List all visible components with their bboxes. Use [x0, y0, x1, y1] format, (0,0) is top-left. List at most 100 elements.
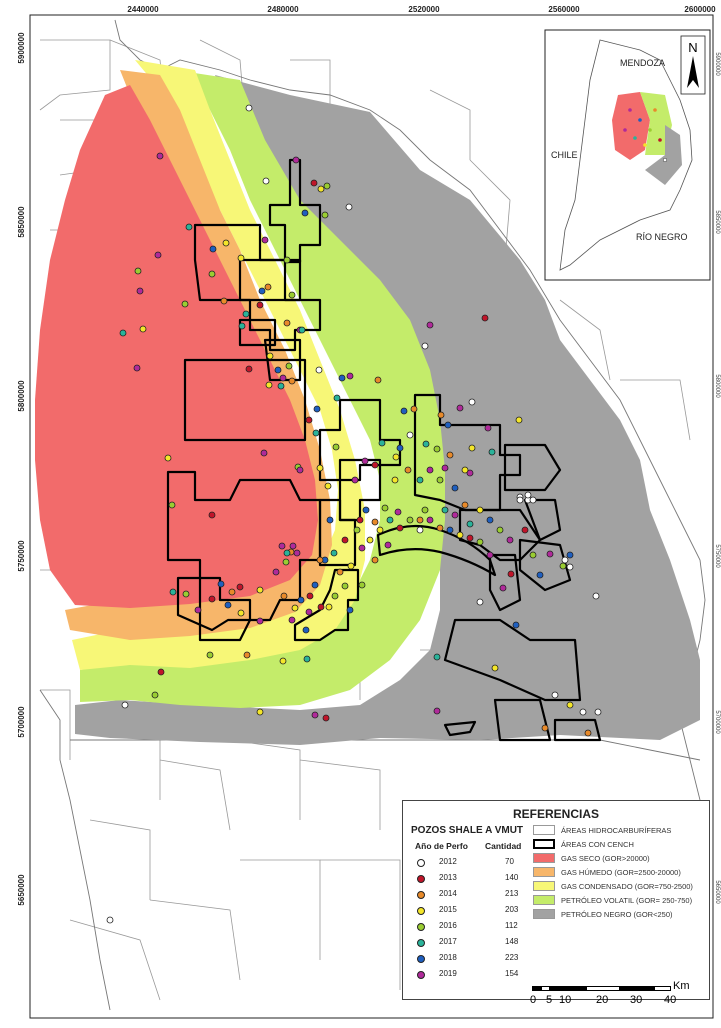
well-point [410, 405, 418, 413]
well-point [297, 596, 305, 604]
well-point [185, 223, 193, 231]
well-point [134, 267, 142, 275]
well-point [316, 556, 324, 564]
well-point [245, 104, 253, 112]
well-point [322, 714, 330, 722]
well-point [333, 394, 341, 402]
well-point [466, 469, 474, 477]
well-point [371, 461, 379, 469]
inset-label-rio-negro: RÍO NEGRO [636, 232, 688, 242]
well-point [561, 556, 569, 564]
well-point [278, 542, 286, 550]
well-point [194, 606, 202, 614]
y-tick-label-right: 5850000 [714, 210, 720, 234]
well-point [441, 506, 449, 514]
well-point [468, 444, 476, 452]
well-point [106, 916, 114, 924]
well-point [392, 453, 400, 461]
y-tick-label: 5700000 [17, 706, 26, 738]
well-point [529, 496, 537, 504]
well-point [245, 365, 253, 373]
well-point [421, 342, 429, 350]
north-label: N [688, 40, 697, 55]
well-point [481, 314, 489, 322]
well-point [486, 551, 494, 559]
well-point [293, 549, 301, 557]
well-point [236, 583, 244, 591]
well-point [416, 526, 424, 534]
well-point [256, 586, 264, 594]
y-tick-labels: 5900000 5850000 5800000 5750000 5700000 … [17, 32, 26, 906]
well-point [521, 526, 529, 534]
well-point [310, 179, 318, 187]
well-point [446, 451, 454, 459]
inset-map[interactable]: MENDOZA CHILE RÍO NEGRO N [544, 29, 711, 281]
well-point [371, 518, 379, 526]
well-legend-dot [417, 891, 425, 899]
well-point [391, 476, 399, 484]
well-point [208, 511, 216, 519]
well-point [168, 501, 176, 509]
well-point [256, 301, 264, 309]
well-point [282, 558, 290, 566]
scale-bar: Km 0 5 10 20 30 40 [530, 980, 712, 1018]
well-point [156, 152, 164, 160]
well-point [592, 592, 600, 600]
col-count-header: Cantidad [485, 841, 522, 851]
well-point [217, 580, 225, 588]
well-legend-count: 70 [505, 857, 514, 866]
well-point [325, 603, 333, 611]
well-legend-count: 203 [505, 905, 519, 914]
well-point [237, 254, 245, 262]
well-point [421, 506, 429, 514]
well-point [280, 592, 288, 600]
y-tick-labels-right: 5900000 5850000 5800000 5750000 5700000 … [714, 52, 720, 904]
well-point [242, 310, 250, 318]
well-point [461, 501, 469, 509]
well-point [220, 297, 228, 305]
well-point [292, 156, 300, 164]
well-point [279, 374, 287, 382]
zone-legend-label: ÁREAS CON CENCH [561, 840, 634, 849]
well-point [289, 542, 297, 550]
well-point [243, 651, 251, 659]
well-point [506, 536, 514, 544]
well-point [486, 516, 494, 524]
well-point [386, 516, 394, 524]
well-point [151, 691, 159, 699]
wells-layer [106, 104, 602, 924]
legend: REFERENCIAS POZOS SHALE A VMUT Año de Pe… [402, 800, 710, 1000]
zone-legend-label: PETRÓLEO NEGRO (GOR<250) [561, 910, 673, 919]
well-point [437, 411, 445, 419]
well-point [305, 416, 313, 424]
well-point [507, 570, 515, 578]
well-point [288, 616, 296, 624]
inset-dots [623, 108, 668, 163]
well-point [551, 691, 559, 699]
well-point [312, 429, 320, 437]
well-point [313, 405, 321, 413]
well-point [208, 270, 216, 278]
y-tick-label-right: 5700000 [714, 710, 720, 734]
well-point [476, 506, 484, 514]
well-point [358, 544, 366, 552]
well-point [516, 496, 524, 504]
zone-legend-swatch [533, 895, 555, 905]
y-tick-label: 5800000 [17, 380, 26, 412]
well-point [361, 457, 369, 465]
well-point [119, 329, 127, 337]
well-point [353, 526, 361, 534]
well-point [222, 239, 230, 247]
zone-legend-swatch [533, 853, 555, 863]
well-point [317, 185, 325, 193]
well-point [324, 482, 332, 490]
well-point [381, 504, 389, 512]
well-point [433, 707, 441, 715]
well-point [451, 511, 459, 519]
well-point [332, 443, 340, 451]
well-point [366, 536, 374, 544]
well-point [422, 440, 430, 448]
well-point [265, 381, 273, 389]
well-point [524, 491, 532, 499]
